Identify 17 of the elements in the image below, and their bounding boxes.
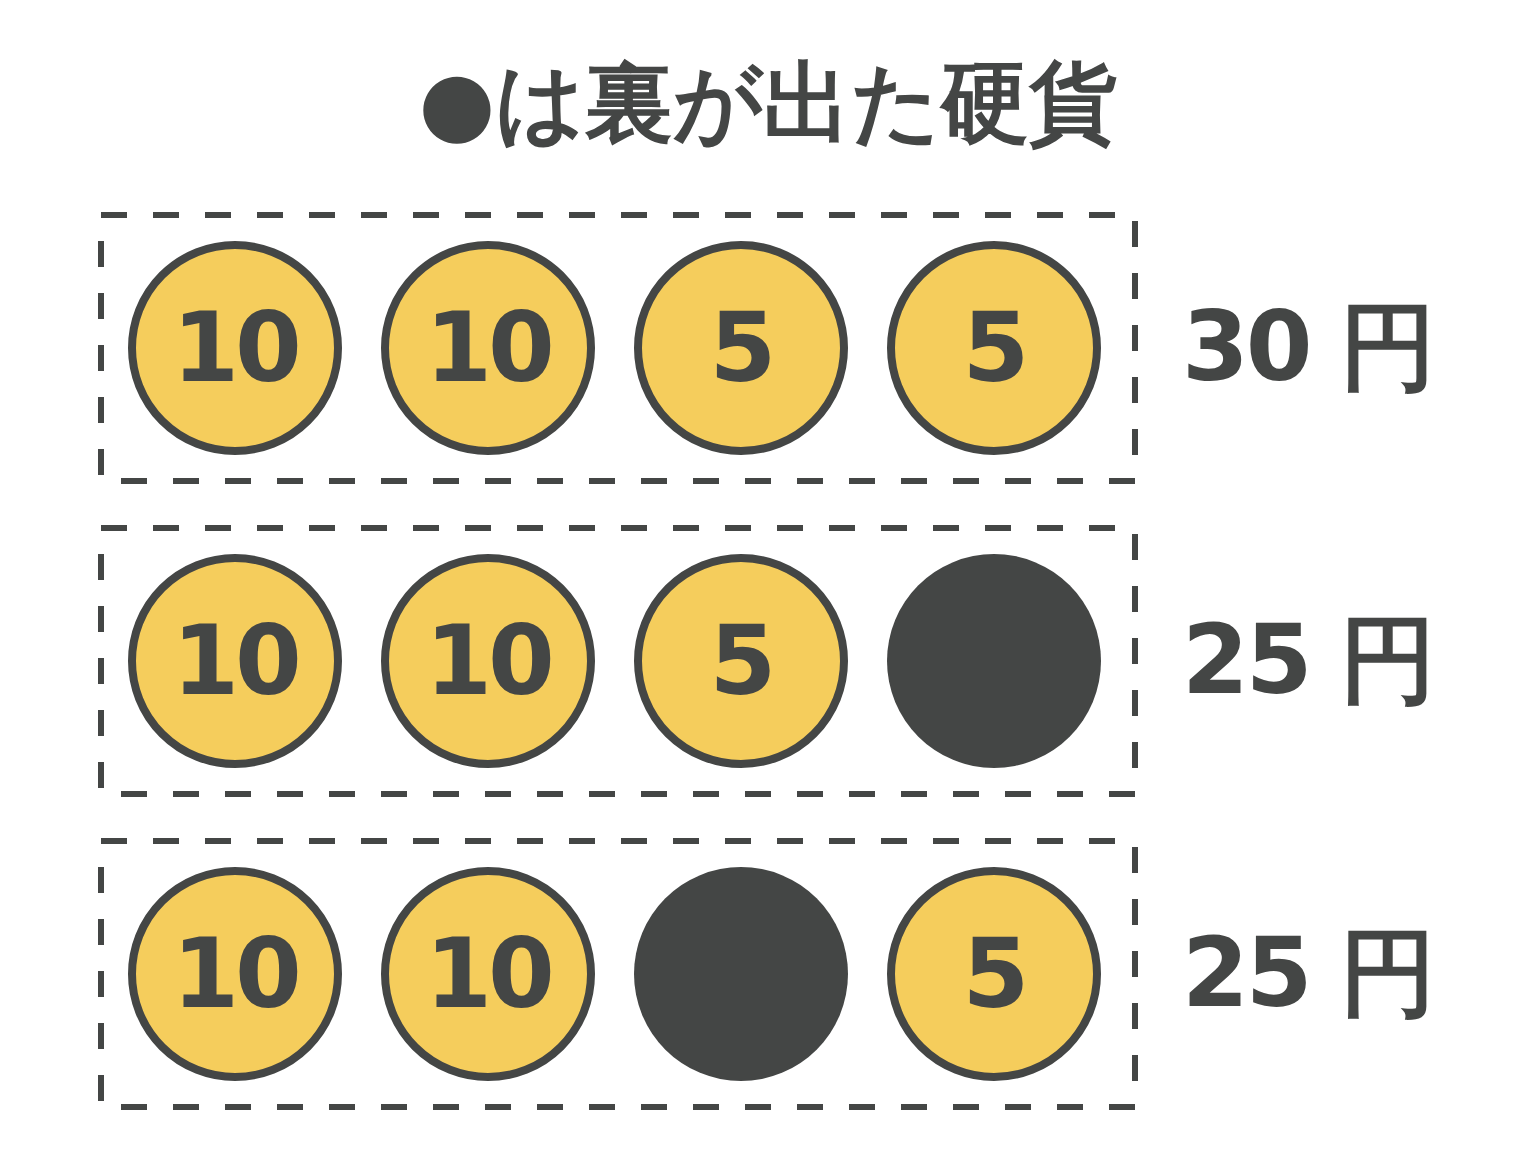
dashed-frame: [98, 212, 1138, 484]
coin-value: 10: [172, 292, 298, 404]
coin-value: 5: [709, 605, 773, 717]
dashed-frame: [98, 838, 1138, 1110]
amount-label: 25 円: [1182, 918, 1433, 1028]
coin-value: 5: [709, 292, 773, 404]
amount-label: 30 円: [1182, 292, 1433, 402]
coin-value: 10: [425, 605, 551, 717]
title: ●は裏が出た硬貨: [417, 50, 1119, 156]
dashed-frame: [98, 525, 1138, 797]
coin-value: 5: [962, 918, 1026, 1030]
coin-value: 5: [962, 292, 1026, 404]
coin-value: 10: [425, 292, 551, 404]
coin-value: 10: [172, 605, 298, 717]
amount-label: 25 円: [1182, 605, 1433, 715]
coin-value: 10: [425, 918, 551, 1030]
coin-value: 10: [172, 918, 298, 1030]
